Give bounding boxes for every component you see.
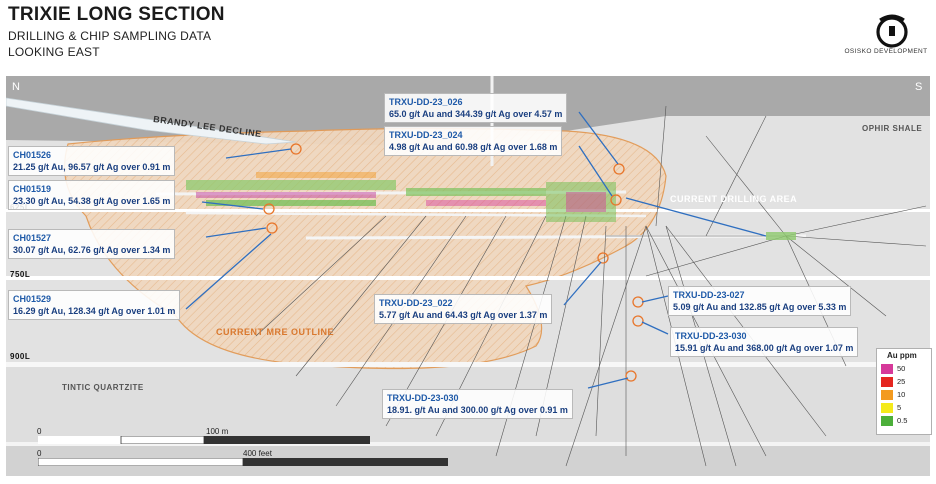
feet-scale-bar [38, 458, 448, 466]
callout-text: 23.30 g/t Au, 54.38 g/t Ag over 1.65 m [13, 196, 171, 206]
ophir-shale-label: OPHIR SHALE [862, 124, 923, 133]
company-logo-text: OSISKO DEVELOPMENT [844, 48, 928, 55]
meter-scale-bar [38, 436, 370, 444]
legend-item: 10 [881, 390, 906, 401]
intercept-ch01519 [263, 203, 275, 215]
callout-id: CH01527 [13, 233, 52, 243]
legend-item: 25 [881, 377, 906, 388]
callout-text: 15.91 g/t Au and 368.00 g/t Ag over 1.07… [675, 343, 854, 353]
page-view-direction: LOOKING EAST [8, 45, 100, 59]
scale-m-zero: 0 [37, 427, 42, 436]
callout-text: 65.0 g/t Au and 344.39 g/t Ag over 4.57 … [389, 109, 563, 119]
legend-label: 25 [897, 377, 906, 386]
callout-dd-23-030-upper: TRXU-DD-23-030 15.91 g/t Au and 368.00 g… [670, 327, 859, 357]
legend-swatch [881, 364, 893, 375]
page-title: TRIXIE LONG SECTION [8, 4, 225, 25]
level-750-line [6, 276, 930, 280]
legend-item: 50 [881, 364, 906, 375]
legend-swatch [881, 390, 893, 401]
callout-text: 18.91. g/t Au and 300.00 g/t Ag over 0.9… [387, 405, 568, 415]
legend-swatch [881, 416, 893, 427]
callout-id: CH01519 [13, 184, 52, 194]
callout-ch01526: CH01526 21.25 g/t Au, 96.57 g/t Ag over … [8, 146, 176, 176]
callout-text: 5.09 g/t Au and 132.85 g/t Ag over 5.33 … [673, 302, 847, 312]
scale-m-end: 100 m [206, 427, 229, 436]
callout-id: TRXU-DD-23-030 [387, 393, 459, 403]
tintic-quartzite-label: TINTIC QUARTZITE [62, 383, 144, 392]
lower-drift [305, 234, 807, 240]
scale-ft-zero: 0 [37, 449, 42, 458]
drilling-area-label: CURRENT DRILLING AREA [670, 194, 798, 204]
callout-dd-23-024: TRXU-DD-23_024 4.98 g/t Au and 60.98 g/t… [384, 126, 563, 156]
level-900-label: 900L [10, 352, 31, 361]
level-750-label: 750L [10, 270, 31, 279]
callout-ch01529: CH01529 16.29 g/t Au, 128.34 g/t Ag over… [8, 290, 181, 320]
legend-swatch [881, 377, 893, 388]
legend-label: 50 [897, 364, 906, 373]
north-label: N [12, 81, 20, 93]
intercept-ch01527 [266, 222, 278, 234]
callout-text: 30.07 g/t Au, 62.76 g/t Ag over 1.34 m [13, 245, 171, 255]
legend-swatch [881, 403, 893, 414]
legend-label: 0.5 [897, 416, 908, 425]
callout-id: TRXU-DD-23_026 [389, 97, 463, 107]
callout-text: 21.25 g/t Au, 96.57 g/t Ag over 0.91 m [13, 162, 171, 172]
callout-id: TRXU-DD-23_024 [389, 130, 463, 140]
intercept-dd030a [632, 315, 644, 327]
level-625-line [6, 209, 930, 212]
legend-item: 5 [881, 403, 902, 414]
level-900-line [6, 362, 930, 367]
legend-item: 0.5 [881, 416, 908, 427]
callout-ch01519: CH01519 23.30 g/t Au, 54.38 g/t Ag over … [8, 180, 176, 210]
callout-id: TRXU-DD-23-027 [673, 290, 745, 300]
intercept-dd030b [625, 370, 637, 382]
drill-station-samples [766, 232, 796, 240]
intercept-dd022 [597, 252, 609, 264]
drill-hole-fan [255, 105, 927, 467]
callout-id: CH01526 [13, 150, 52, 160]
intercept-dd024 [610, 194, 622, 206]
company-logo-icon [876, 14, 908, 48]
mre-outline-label: CURRENT MRE OUTLINE [216, 327, 334, 337]
callout-dd-23-030-lower: TRXU-DD-23-030 18.91. g/t Au and 300.00 … [382, 389, 573, 419]
sample-cluster-central [406, 182, 616, 222]
south-label: S [915, 81, 923, 93]
legend-title: Au ppm [887, 351, 917, 360]
legend-label: 10 [897, 390, 906, 399]
callout-text: 16.29 g/t Au, 128.34 g/t Ag over 1.01 m [13, 306, 176, 316]
page-subtitle: DRILLING & CHIP SAMPLING DATA [8, 29, 212, 43]
intercept-dd026 [613, 163, 625, 175]
au-ppm-legend: Au ppm 50 25 10 5 0.5 [876, 348, 932, 435]
callout-id: TRXU-DD-23_022 [379, 298, 453, 308]
brandy-lee-decline-tunnel [6, 97, 297, 145]
callout-text: 4.98 g/t Au and 60.98 g/t Ag over 1.68 m [389, 142, 558, 152]
callout-text: 5.77 g/t Au and 64.43 g/t Ag over 1.37 m [379, 310, 548, 320]
callout-id: TRXU-DD-23-030 [675, 331, 747, 341]
callout-ch01527: CH01527 30.07 g/t Au, 62.76 g/t Ag over … [8, 229, 176, 259]
callout-id: CH01529 [13, 294, 52, 304]
bottom-line [6, 442, 930, 446]
callout-dd-23-026: TRXU-DD-23_026 65.0 g/t Au and 344.39 g/… [384, 93, 568, 123]
intercept-markers [263, 143, 644, 382]
scale-ft-end: 400 feet [243, 449, 272, 458]
legend-label: 5 [897, 403, 902, 412]
callout-dd-23-027: TRXU-DD-23-027 5.09 g/t Au and 132.85 g/… [668, 286, 852, 316]
callout-dd-23-022: TRXU-DD-23_022 5.77 g/t Au and 64.43 g/t… [374, 294, 553, 324]
callout-leader-lines [185, 111, 767, 389]
sample-cluster-north [186, 172, 396, 206]
